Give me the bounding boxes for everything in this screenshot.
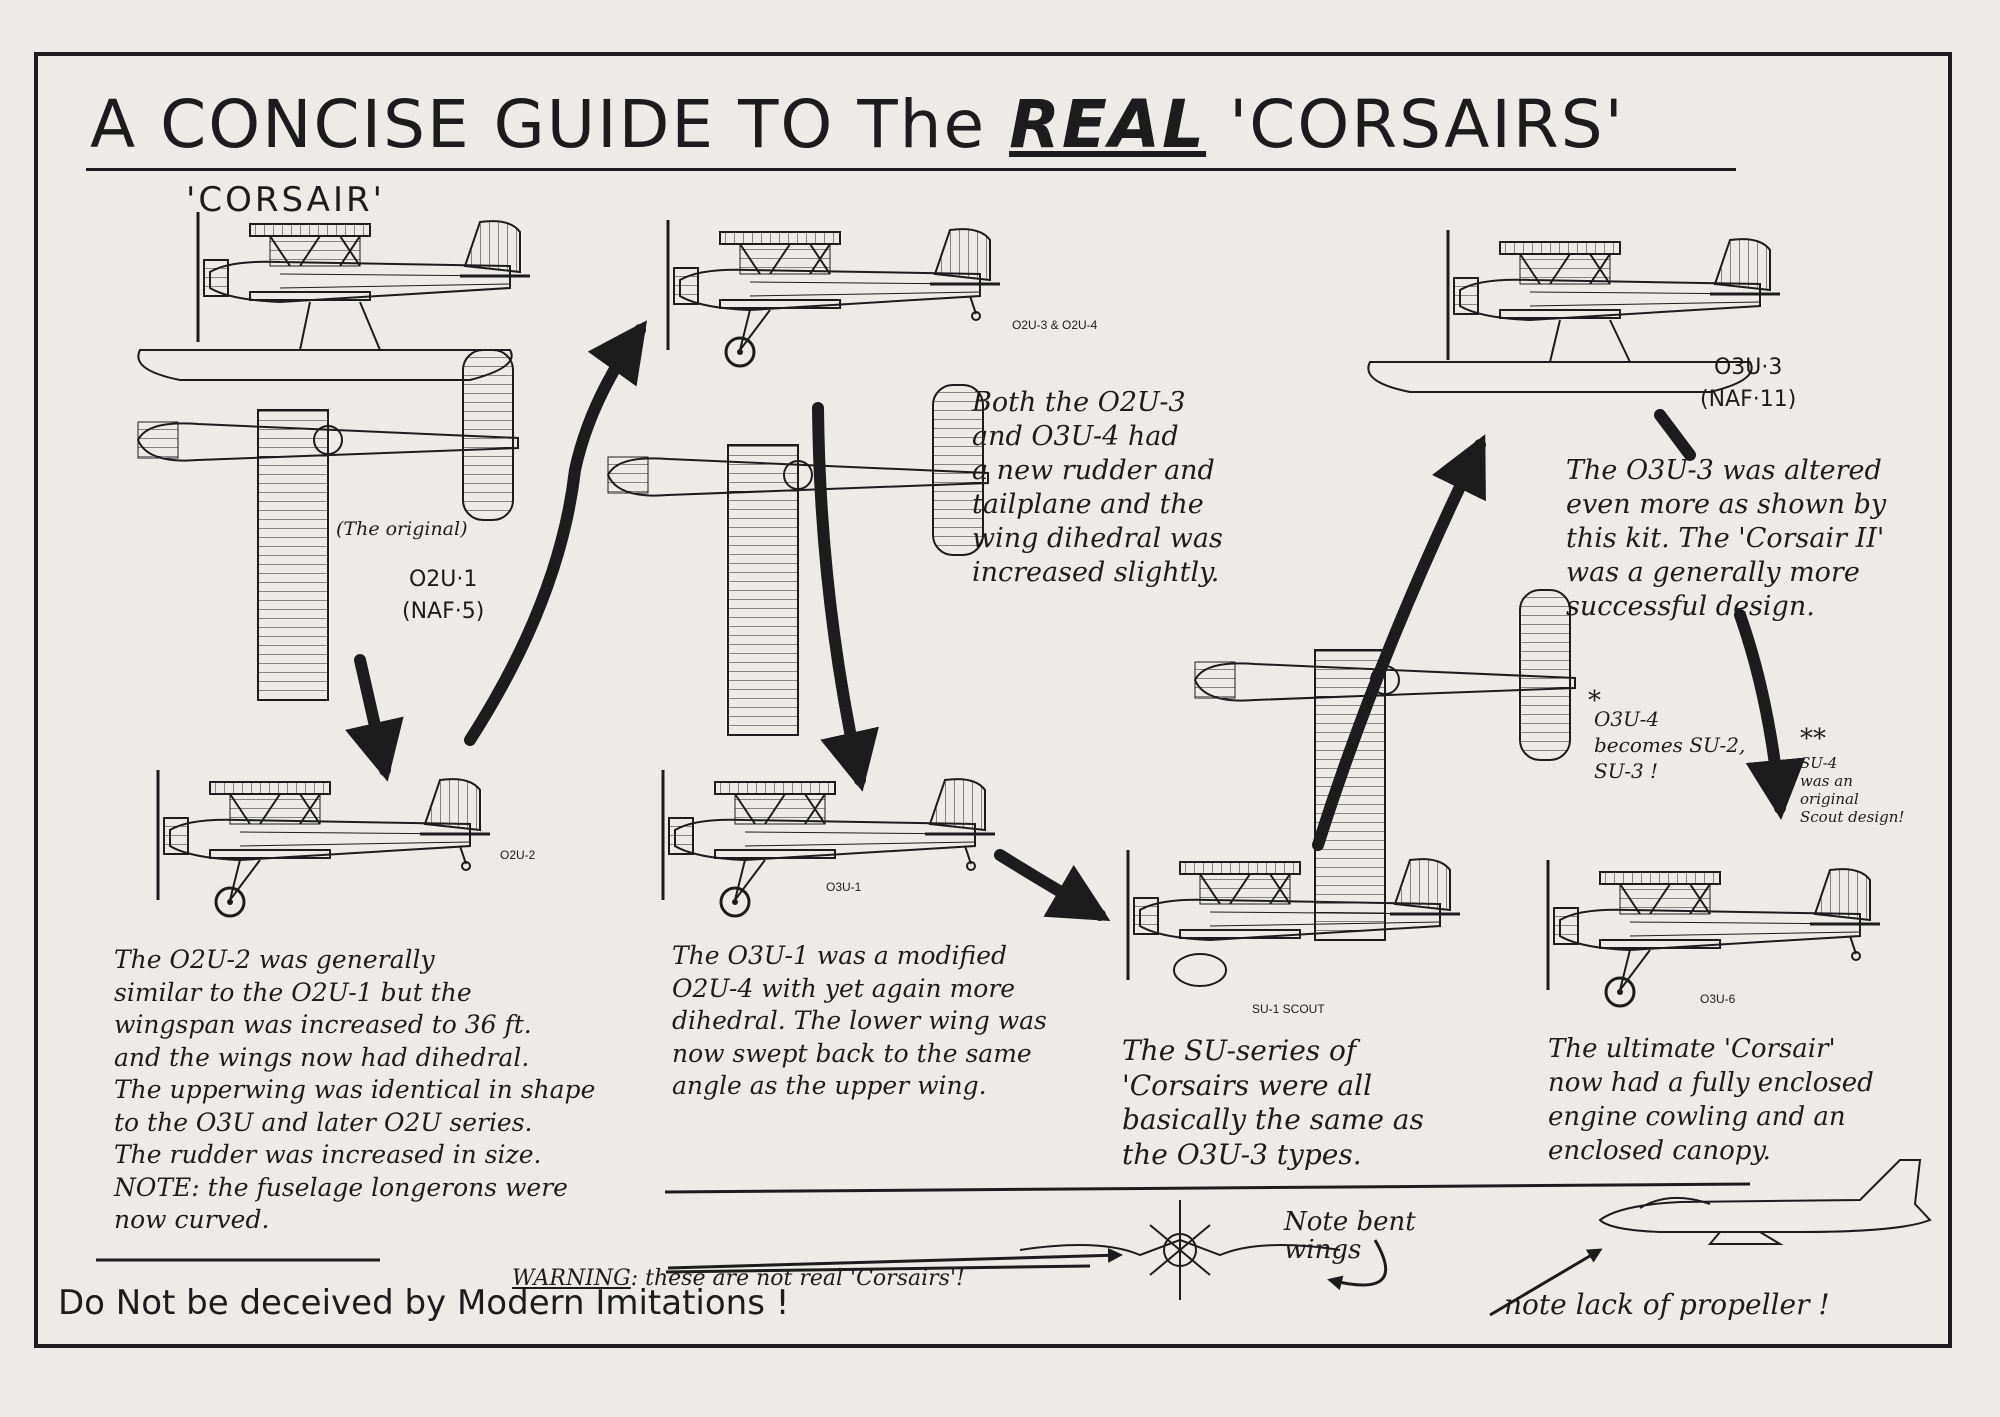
f4u-corsair-drawing xyxy=(1019,1200,1341,1300)
title-underline xyxy=(86,168,1736,171)
o2u2-side-view xyxy=(156,768,492,918)
note-o3u4-marker: * xyxy=(1588,686,1601,716)
o2u3-plan-view xyxy=(607,384,989,736)
bent-wings-note: Note bent wings xyxy=(1284,1207,1416,1265)
page-title: A CONCISE GUIDE TO The REAL 'CORSAIRS' xyxy=(90,86,1625,163)
o3u6-side-view xyxy=(1546,858,1882,1008)
o3u1-side-view xyxy=(661,768,997,918)
note-su4-marker: ** xyxy=(1800,724,1826,754)
warning-note: WARNING: these are not real 'Corsairs'! xyxy=(512,1228,965,1296)
o2u3-side-view xyxy=(666,218,1002,368)
o2u1-original-note: (The original) xyxy=(336,518,468,540)
o2u1-label: O2U·1 (NAF·5) xyxy=(402,567,485,624)
flow-arrows xyxy=(345,320,1806,922)
o2u2-label: O2U-2 xyxy=(500,848,536,862)
su1-side-view xyxy=(1126,848,1462,987)
o2u3-o2u4-label: O2U-3 & O2U-4 xyxy=(1012,318,1098,332)
title-suffix: 'CORSAIRS' xyxy=(1229,86,1625,163)
su1-label: SU-1 SCOUT xyxy=(1252,1002,1325,1016)
warning-label: WARNING xyxy=(512,1266,631,1291)
note-both-o2u3-o3u4: Both the O2U-3 and O3U-4 had a new rudde… xyxy=(972,387,1223,588)
o3u6-label: O3U-6 xyxy=(1700,992,1736,1006)
a7-corsair-drawing xyxy=(1598,1159,1932,1245)
warning-text: : these are not real 'Corsairs'! xyxy=(630,1266,965,1291)
title-emphasis: REAL xyxy=(1009,86,1207,163)
note-o2u2: The O2U-2 was generally similar to the O… xyxy=(114,945,596,1234)
pointer-arrows xyxy=(667,1239,1603,1317)
o3u3-side-view xyxy=(1367,228,1782,393)
note-su4: SU-4 was an original Scout design! xyxy=(1800,754,1905,826)
note-ultimate: The ultimate 'Corsair' now had a fully e… xyxy=(1548,1034,1874,1166)
propeller-note: note lack of propeller ! xyxy=(1504,1288,1830,1321)
o3u3-label: O3U·3 (NAF·11) xyxy=(1700,355,1797,412)
corsair-label: 'CORSAIR' xyxy=(186,180,385,220)
title-prefix: A CONCISE GUIDE TO The xyxy=(90,86,987,163)
o3u1-label: O3U-1 xyxy=(826,880,862,894)
deceived-caption: Do Not be deceived by Modern Imitations … xyxy=(58,1283,790,1323)
note-su-series: The SU-series of 'Corsairs were all basi… xyxy=(1122,1034,1424,1171)
border-frame xyxy=(34,52,1952,1348)
note-o3u1: The O3U-1 was a modified O2U-4 with yet … xyxy=(672,941,1047,1100)
note-o3u4: O3U-4 becomes SU-2, SU-3 ! xyxy=(1594,707,1746,783)
underline-rules xyxy=(96,1182,1751,1274)
note-o3u3: The O3U-3 was altered even more as shown… xyxy=(1566,455,1887,622)
